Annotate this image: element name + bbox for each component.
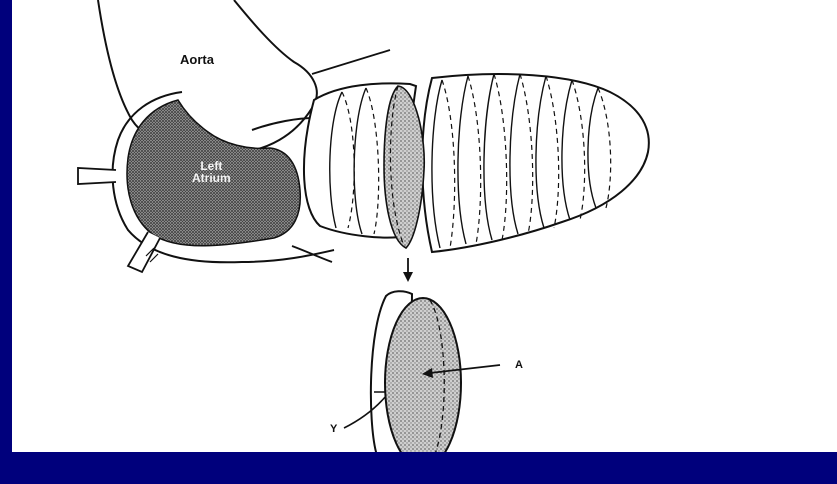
down-arrow-head bbox=[403, 272, 413, 282]
ventricle-disc-diagram bbox=[12, 0, 837, 452]
aorta-branch-line bbox=[312, 50, 390, 74]
disc-face bbox=[385, 298, 461, 452]
ventricle-lower-wall bbox=[292, 246, 332, 262]
left-atrium-label-line2: Atrium bbox=[192, 172, 231, 184]
pulmonary-vein-upper bbox=[78, 168, 116, 184]
disc-thickness-label: Y bbox=[330, 424, 337, 435]
aorta-outline bbox=[98, 0, 317, 153]
left-atrium-label: Left Atrium bbox=[192, 160, 231, 184]
disc-area-label: A bbox=[515, 360, 523, 371]
pulmonary-vein-lower bbox=[128, 232, 160, 272]
diagram-frame: Aorta Left Atrium A Y bbox=[12, 0, 837, 452]
aorta-label: Aorta bbox=[180, 53, 214, 66]
